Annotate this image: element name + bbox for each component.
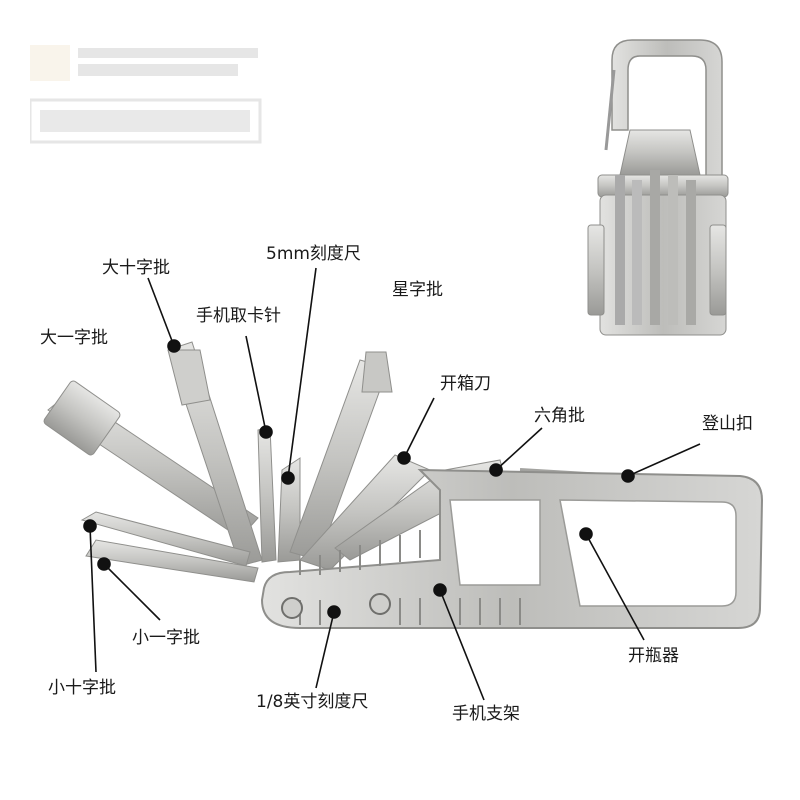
label-ruler-5mm: 5mm刻度尺 <box>266 244 361 264</box>
label-phone-stand: 手机支架 <box>452 704 520 724</box>
label-hex: 六角批 <box>534 406 585 426</box>
label-ruler-inch: 1/8英寸刻度尺 <box>256 692 369 712</box>
label-box-cutter: 开箱刀 <box>440 374 491 394</box>
label-torx: 星字批 <box>392 280 443 300</box>
label-small-phillips: 小十字批 <box>48 678 116 698</box>
callouts <box>83 267 701 701</box>
main-tool <box>43 341 764 629</box>
label-sim-pin: 手机取卡针 <box>196 306 281 326</box>
label-small-flat: 小一字批 <box>132 628 200 648</box>
label-big-phillips: 大十字批 <box>102 258 170 278</box>
label-bottle-opener: 开瓶器 <box>628 646 679 666</box>
label-big-flat: 大一字批 <box>40 328 108 348</box>
watermark-logo <box>30 45 262 144</box>
inset-closed-tool <box>587 39 729 336</box>
label-carabiner: 登山扣 <box>702 414 753 434</box>
